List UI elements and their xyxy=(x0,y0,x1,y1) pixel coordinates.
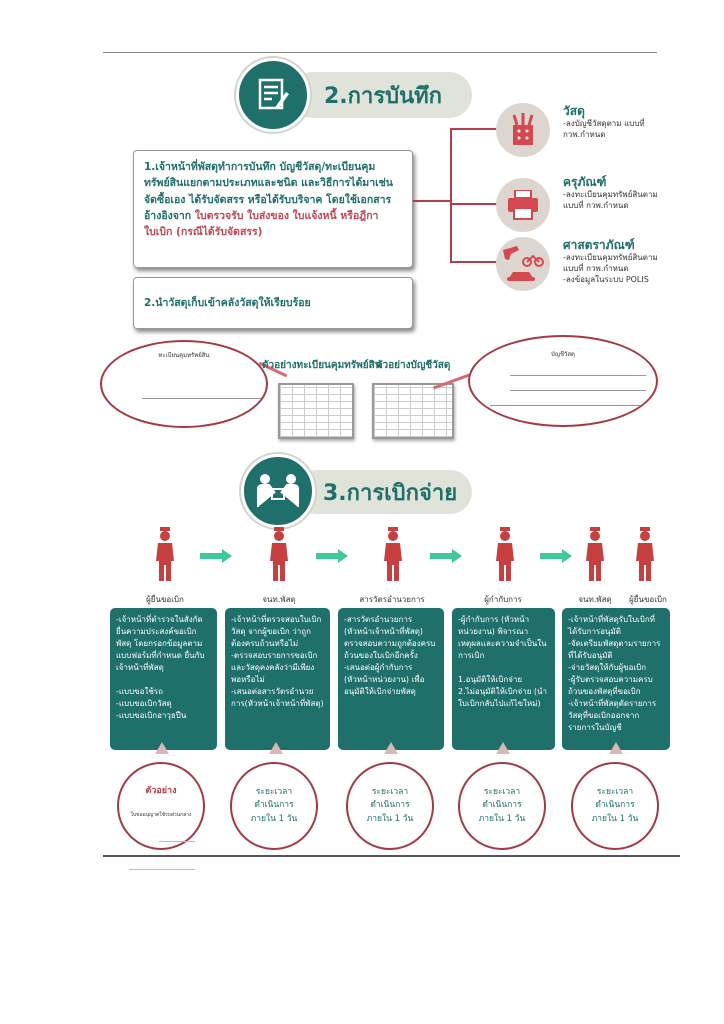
category-armaments: ศาสตราภัณฑ์-ลงทะเบียนคุมทรัพย์สินตามแบบท… xyxy=(563,237,658,286)
document-pen-icon xyxy=(236,58,310,132)
weapons-vehicles-icon xyxy=(496,237,550,291)
pointer-triangle xyxy=(269,742,283,754)
arrow-right-icon xyxy=(430,548,462,563)
role-label: ผู้ยื่นขอเบิก xyxy=(629,595,667,604)
example-label: ตัวอย่าง xyxy=(145,785,177,796)
stationery-icon xyxy=(496,103,550,157)
connector-line xyxy=(413,200,451,202)
example-form-circle: ตัวอย่าง ใบขออนุญาตใช้รถส่วนกลาง xyxy=(117,762,205,871)
asset-register-thumbnail xyxy=(278,383,354,439)
disbursement-step-1: -เจ้าหน้าที่ตำรวจในสังกัด ยื่นความประสงค… xyxy=(110,608,217,750)
category-title: ศาสตราภัณฑ์ xyxy=(563,238,635,252)
arrow-right-icon xyxy=(200,548,232,563)
person-icon xyxy=(632,527,658,583)
section3-title: 3.การเบิกจ่าย xyxy=(323,480,458,506)
material-account-zoom: บัญชีวัสดุ xyxy=(468,335,658,427)
handover-icon xyxy=(241,454,315,528)
arrow-right-icon xyxy=(540,548,572,563)
top-divider xyxy=(103,52,657,53)
role-label: จนท.พัสดุ xyxy=(262,595,296,604)
disbursement-step-5: -เจ้าหน้าที่พัสดุรับใบเบิกที่ได้รับการอน… xyxy=(562,608,670,750)
connector-line xyxy=(450,261,498,263)
connector-line xyxy=(450,203,498,205)
pointer-triangle xyxy=(496,742,510,754)
step2-text: 2.นำวัสดุเก็บเข้าคลังวัสดุให้เรียบร้อย xyxy=(144,296,311,309)
pointer-triangle xyxy=(609,742,623,754)
printer-icon xyxy=(496,178,550,232)
role-label: ผู้กำกับการ xyxy=(484,595,522,604)
category-title: ครุภัณฑ์ xyxy=(563,175,607,189)
category-title: วัสดุ xyxy=(563,104,585,118)
material-account-thumbnail xyxy=(372,383,454,439)
disbursement-step-3: -สารวัตรอำนวยการ (หัวหน้าเจ้าหน้าที่พัสด… xyxy=(338,608,444,750)
arrow-right-icon xyxy=(316,548,348,563)
bottom-divider xyxy=(103,855,680,857)
category-desc: -ลงบัญชีวัสดุตาม แบบที่ กวพ.กำหนด xyxy=(563,119,645,139)
section3-header: 3.การเบิกจ่าย xyxy=(295,470,472,514)
category-equipment: ครุภัณฑ์-ลงทะเบียนคุมทรัพย์สินตามแบบที่ … xyxy=(563,174,658,212)
person-icon xyxy=(266,527,292,583)
step1-reference-docs: ใบตรวจรับ ใบส่งของ ใบแจ้งหนี้ หรือฎีกาใบ… xyxy=(144,209,379,239)
section2-title: 2.การบันทึก xyxy=(324,83,442,109)
zoom-title: บัญชีวัสดุ xyxy=(551,351,575,358)
step1-text: 1.เจ้าหน้าที่พัสดุทำการบันทึก บัญชีวัสดุ… xyxy=(144,161,393,222)
pointer-triangle xyxy=(384,742,398,754)
pointer-triangle xyxy=(155,742,169,754)
duration-circle: ระยะเวลา ดำเนินการ ภายใน 1 วัน xyxy=(571,762,659,850)
recording-step-2: 2.นำวัสดุเก็บเข้าคลังวัสดุให้เรียบร้อย xyxy=(133,277,413,329)
person-icon xyxy=(152,527,178,583)
person-icon xyxy=(582,527,608,583)
recording-step-1: 1.เจ้าหน้าที่พัสดุทำการบันทึก บัญชีวัสดุ… xyxy=(133,150,413,268)
section2-header: 2.การบันทึก xyxy=(290,72,472,118)
connector-line xyxy=(450,128,498,130)
duration-circle: ระยะเวลา ดำเนินการ ภายใน 1 วัน xyxy=(230,762,318,850)
example-form-title: ใบขออนุญาตใช้รถส่วนกลาง xyxy=(130,811,192,818)
asset-register-label: ตัวอย่างทะเบียนคุมทรัพย์สิน xyxy=(262,360,382,371)
role-label: สารวัตรอำนวยการ xyxy=(359,595,425,604)
asset-register-zoom: ทะเบียนคุมทรัพย์สิน xyxy=(100,340,268,428)
role-label: ผู้ยื่นขอเบิก xyxy=(146,595,184,604)
duration-circle: ระยะเวลา ดำเนินการ ภายใน 1 วัน xyxy=(346,762,434,850)
category-desc: -ลงข้อมูลในระบบ POLIS xyxy=(563,274,649,284)
material-account-label: ตัวอย่างบัญชีวัสดุ xyxy=(376,360,451,371)
disbursement-step-4: -ผู้กำกับการ (หัวหน้าหน่วยงาน) พิจารณาเห… xyxy=(452,608,555,750)
zoom-title: ทะเบียนคุมทรัพย์สิน xyxy=(158,352,210,359)
category-materials: วัสดุ-ลงบัญชีวัสดุตาม แบบที่ กวพ.กำหนด xyxy=(563,103,663,141)
category-desc: -ลงทะเบียนคุมทรัพย์สินตามแบบที่ กวพ.กำหน… xyxy=(563,253,658,273)
person-icon xyxy=(380,527,406,583)
connector-line xyxy=(450,128,452,262)
person-icon xyxy=(492,527,518,583)
role-label: จนท.พัสดุ xyxy=(578,595,612,604)
category-desc: -ลงทะเบียนคุมทรัพย์สินตามแบบที่ กวพ.กำหน… xyxy=(563,190,658,210)
duration-circle: ระยะเวลา ดำเนินการ ภายใน 1 วัน xyxy=(458,762,546,850)
disbursement-step-2: -เจ้าหน้าที่ตรวจสอบใบเบิกวัสดุ จากผู้ขอเ… xyxy=(225,608,330,750)
